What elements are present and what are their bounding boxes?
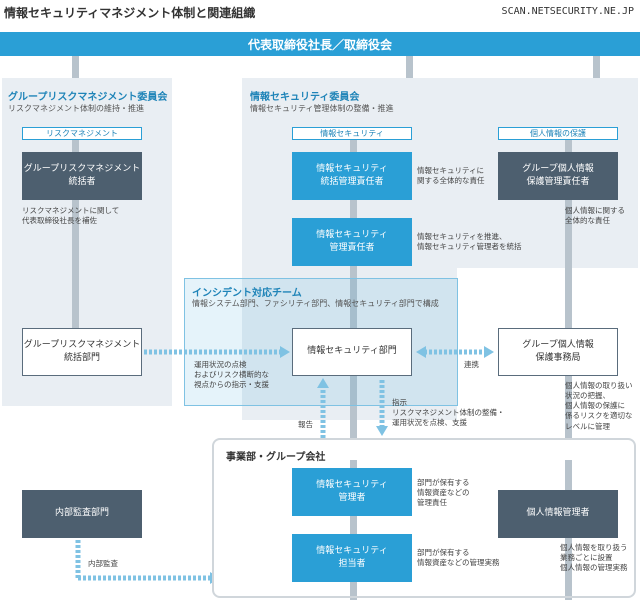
source-label: SCAN.NETSECURITY.NE.JP (501, 6, 634, 17)
arrowhead-instruction (376, 426, 388, 436)
instruction-label: 指示 リスクマネジメント体制の整備・ 運用状況を点検、支援 (392, 398, 505, 428)
is-unit-manager-box: 情報セキュリティ 管理者 (292, 468, 412, 516)
is-staff-box: 情報セキュリティ 担当者 (292, 534, 412, 582)
tag-risk-management: リスクマネジメント (22, 127, 142, 140)
pi-manager-box: 個人情報管理者 (498, 490, 618, 538)
is-manager-note: 情報セキュリティを推進、 情報セキュリティ管理者を統括 (417, 232, 522, 252)
arrowhead-report (317, 378, 329, 388)
internal-audit-box: 内部監査部門 (22, 490, 142, 538)
is-chief-note: 情報セキュリティに 関する全体的な責任 (417, 166, 485, 186)
page-title: 情報セキュリティマネジメント体制と関連組織 (4, 6, 256, 20)
is-unit-manager-note: 部門が保有する 情報資産などの 管理責任 (417, 478, 470, 508)
connector-left (72, 56, 79, 78)
grm-department-box: グループリスクマネジメント 統括部門 (22, 328, 142, 376)
incident-team-subtitle: 情報システム部門、ファシリティ部門、情報セキュリティ部門で構成 (192, 299, 439, 308)
is-committee-subtitle: 情報セキュリティ管理体制の整備・推進 (250, 104, 394, 113)
pi-chief-note: 個人情報に関する 全体的な責任 (565, 206, 625, 226)
arrowhead-pi-left (484, 346, 494, 358)
is-department-box: 情報セキュリティ部門 (292, 328, 412, 376)
ceo-board-bar: 代表取締役社長／取締役会 (0, 32, 640, 56)
incident-support-note: 運用状況の点検 およびリスク横断的な 視点からの指示・支援 (194, 360, 269, 390)
grm-chief-box: グループリスクマネジメント 統括者 (22, 152, 142, 200)
is-committee-title: 情報セキュリティ委員会 (250, 92, 360, 103)
pi-office-box: グループ個人情報 保護事務局 (498, 328, 618, 376)
renkei-label: 連携 (464, 360, 479, 369)
grm-committee-title: グループリスクマネジメント委員会 (8, 92, 168, 103)
connector-mid (406, 56, 413, 78)
arrowhead-is-right (416, 346, 426, 358)
pi-manager-note: 個人情報を取り扱う 業務ごとに設置 個人情報の管理実務 (560, 543, 628, 573)
tag-privacy-protection: 個人情報の保護 (498, 127, 618, 140)
pi-office-note: 個人情報の取り扱い 状況の把握、 個人情報の保護に 係るリスクを適切な レベルに… (565, 381, 633, 431)
business-units-title: 事業部・グループ会社 (226, 452, 326, 463)
internal-audit-label: 内部監査 (88, 559, 118, 568)
report-label: 報告 (298, 420, 313, 429)
arrowhead-is-left (280, 346, 290, 358)
tag-information-security: 情報セキュリティ (292, 127, 412, 140)
is-staff-note: 部門が保有する 情報資産などの管理実務 (417, 548, 500, 568)
grm-chief-note: リスクマネジメントに関して 代表取締役社長を補佐 (22, 206, 120, 226)
connector-right (593, 56, 600, 78)
incident-team-title: インシデント対応チーム (192, 288, 302, 299)
pi-chief-box: グループ個人情報 保護管理責任者 (498, 152, 618, 200)
is-chief-box: 情報セキュリティ 統括管理責任者 (292, 152, 412, 200)
grm-committee-subtitle: リスクマネジメント体制の維持・推進 (8, 104, 144, 113)
is-manager-box: 情報セキュリティ 管理責任者 (292, 218, 412, 266)
connector-business-is (350, 460, 357, 596)
connector-grm (72, 140, 79, 328)
